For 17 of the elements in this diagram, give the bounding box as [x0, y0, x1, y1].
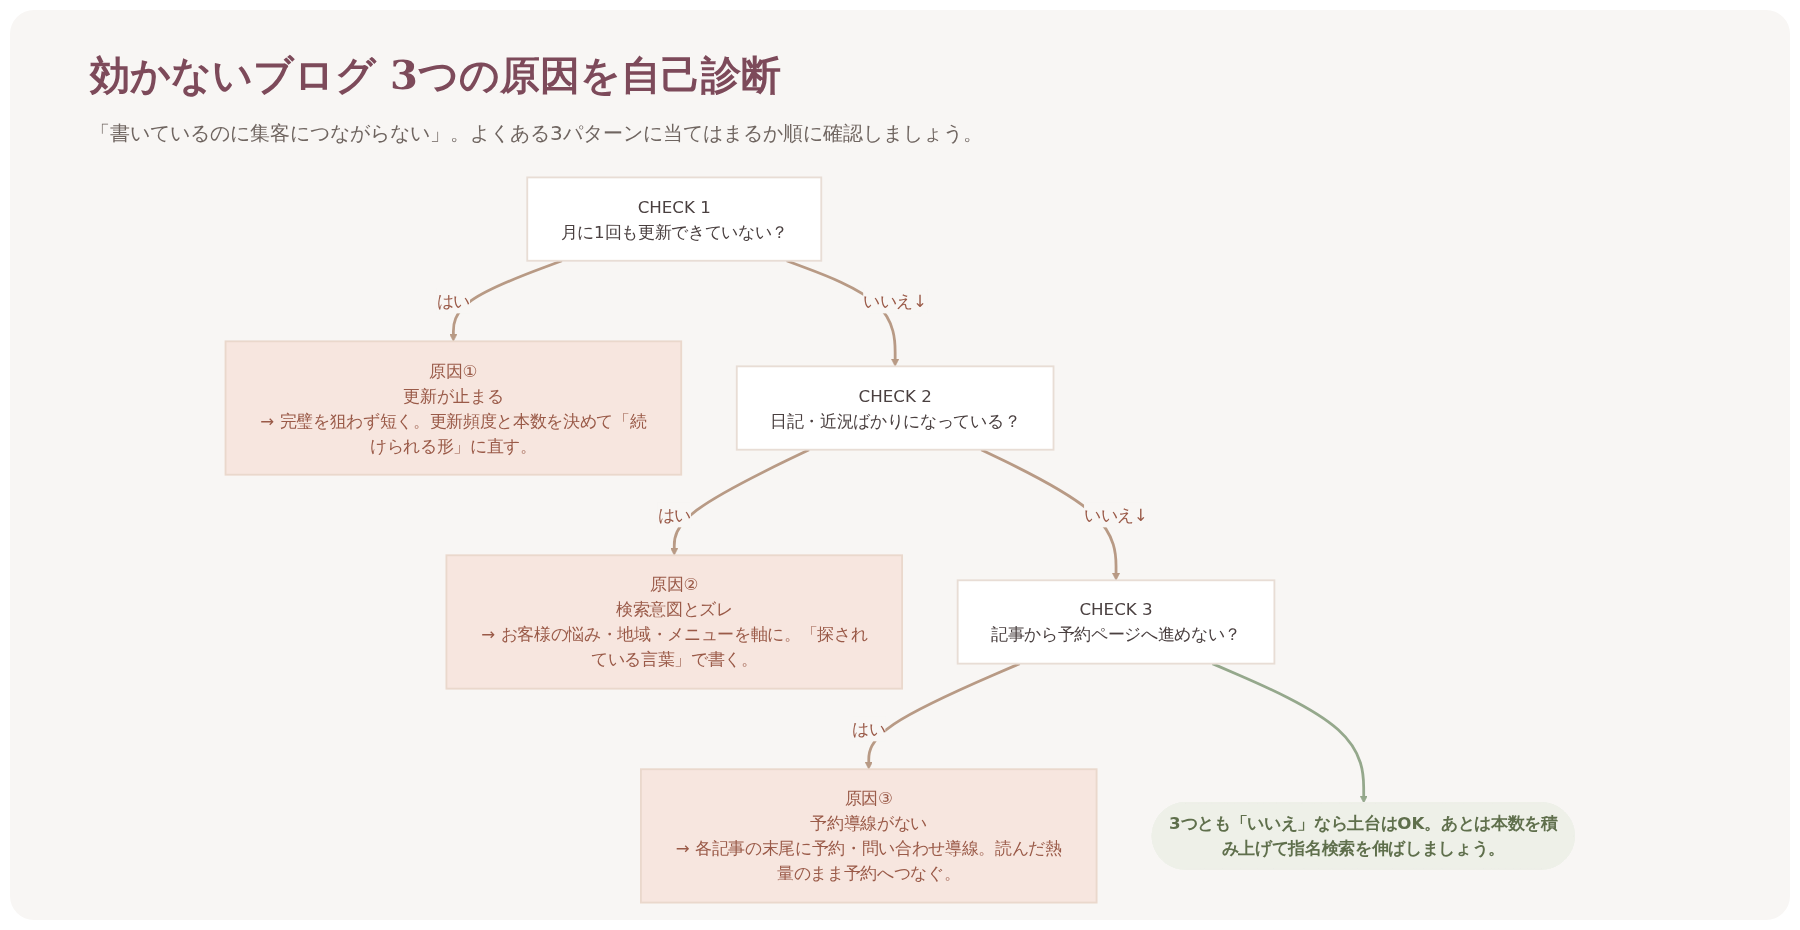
- arrow: [449, 259, 563, 342]
- node-box: 原因② 検索意図とズレ → お客様の悩み・地域・メニューを軸に。「探されている言葉」で書く。: [445, 554, 904, 690]
- arrow: [864, 662, 1021, 770]
- edge-label: はい: [657, 505, 691, 525]
- edge-label: はい: [436, 291, 471, 311]
- subtitle: 「書いているのに集客につながらない」。よくある3パターンに当てはまるか順に確認しましょう。: [90, 120, 983, 147]
- title: 効かないブログ 3つの原因を自己診断: [90, 50, 781, 100]
- node-box: CHECK 2 日記・近況ばかりになっている？: [735, 365, 1055, 451]
- arrow: [670, 448, 810, 556]
- node-box: CHECK 3 記事から予約ページへ進めない？: [956, 579, 1276, 665]
- arrow: [1211, 662, 1368, 804]
- edge-label: いいえ↓: [863, 291, 928, 311]
- edge-label: はい: [852, 719, 886, 739]
- node-box: 原因③ 予約導線がない → 各記事の末尾に予約・問い合わせ導線。読んだ熱量のまま予約へつなぐ。: [640, 768, 1098, 904]
- node-box: 原因① 更新が止まる → 完璧を狙わず短く。更新頻度と本数を決めて「続けられる形」に直す。: [224, 340, 683, 476]
- edge-label: いいえ↓: [1084, 505, 1149, 525]
- node-box: CHECK 1 月に1回も更新できていない？: [526, 176, 823, 262]
